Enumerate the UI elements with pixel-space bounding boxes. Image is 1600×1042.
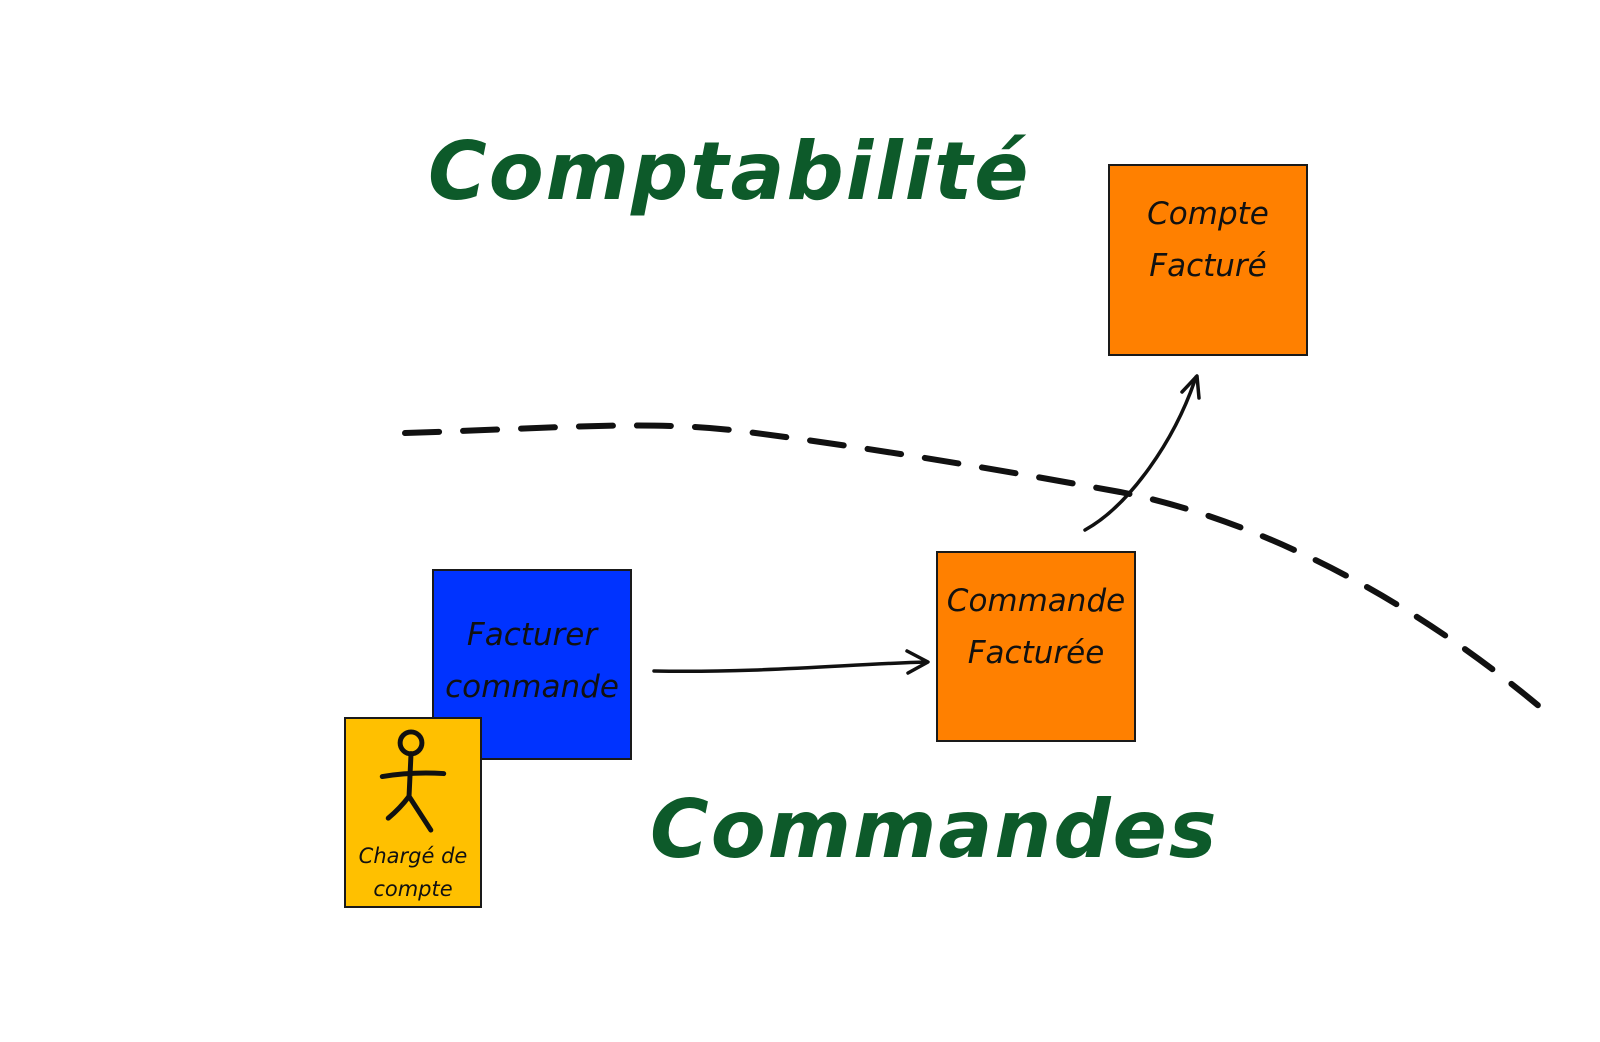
context-title-comptabilite: Comptabilité	[428, 125, 1031, 218]
sticky-label-line-1: Compte	[1147, 196, 1269, 232]
arrow-command-to-event	[652, 660, 929, 674]
sticky-label-line-1: Facturer	[466, 617, 598, 653]
event-sticky-compte-facture[interactable]: Compte Facturé	[1108, 164, 1308, 356]
arrowhead-event-to-accounting-icon	[1180, 374, 1201, 400]
actor-sticky-charge-de-compte[interactable]: Chargé de compte	[344, 717, 482, 908]
stick-figure-icon	[379, 729, 447, 833]
sticky-label-line-2: compte	[373, 877, 453, 901]
sticky-label-line-2: Facturé	[1149, 248, 1267, 284]
sticky-label-line-1: Commande	[946, 583, 1126, 619]
context-title-commandes: Commandes	[650, 783, 1219, 876]
event-sticky-commande-facturee[interactable]: Commande Facturée	[936, 551, 1136, 742]
sticky-label-line-1: Chargé de	[358, 844, 468, 868]
arrowhead-command-to-event-icon	[905, 649, 930, 675]
arrow-event-to-accounting	[1083, 375, 1198, 532]
sticky-label-line-2: Facturée	[967, 635, 1105, 671]
sticky-label-line-2: commande	[445, 669, 619, 705]
